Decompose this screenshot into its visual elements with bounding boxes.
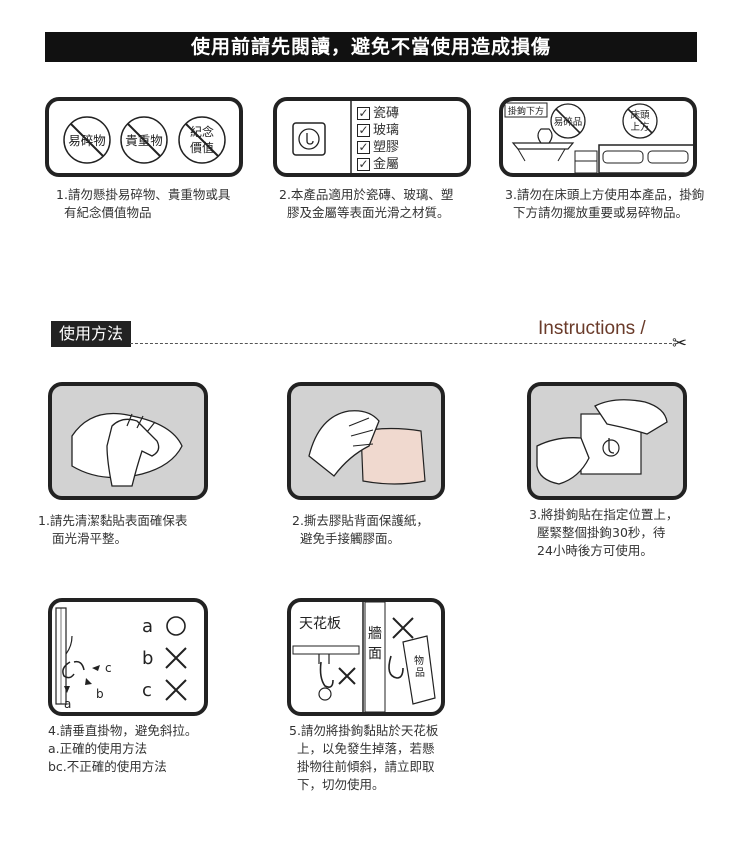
check-icon: ✓ [357,157,370,171]
step3-panel [527,382,687,500]
caption-line: 1.請勿懸掛易碎物、貴重物或具 [56,187,231,202]
checkbox-glass: ✓玻璃 [357,122,399,139]
step2-panel [287,382,445,500]
valuable-label: 貴重物 [125,133,163,148]
warning-panel-bedhead: 掛鉤下方 易碎品 床頭 上方 [499,97,697,177]
cleaning-hand-illustration [71,412,183,487]
caption-line: 24小時後方可使用。 [537,543,653,558]
option-letter-c: c [142,680,152,701]
instructions-label: 使用方法 [51,321,132,347]
ceiling-warning-diagram: 天花板 牆 面 物 品 [292,602,436,712]
hook-plate-icon [292,122,326,156]
side-letter-b: b [96,687,104,701]
check-icon: ✓ [357,140,370,154]
caption-line: bc.不正確的使用方法 [48,759,167,774]
caption-line: 4.請垂直掛物，避免斜拉。 [48,723,198,738]
warning-panel-fragile: 易碎物 貴重物 紀念 價值 [45,97,243,177]
shelf-vase [511,128,575,162]
scissors-icon: ✂ [672,333,688,354]
material-label: 金屬 [373,157,400,172]
caption-line: 3.請勿在床頭上方使用本產品，掛鉤 [505,187,705,202]
caption-line: 有紀念價值物品 [64,205,152,220]
instructions-english-label: Instructions / [538,318,646,339]
caption-line: 2.撕去膠貼背面保護紙， [292,513,429,528]
wrong-x-icon [165,647,187,669]
bedhead-label-2: 上方 [630,121,649,133]
caption-line: 1.請先清潔黏貼表面確保表 [38,513,188,528]
warning-caption-2: 2.本產品適用於瓷磚、玻璃、塑 膠及金屬等表面光滑之材質。 [279,186,489,222]
arrow-b-icon [85,678,92,685]
item-label: 物 [414,654,424,667]
option-letter-a: a [142,616,153,637]
fragile-item-label: 易碎品 [554,116,583,128]
caption-line: 膠及金屬等表面光滑之材質。 [287,205,450,220]
fragile-circle: 易碎物 [63,116,111,164]
step2-caption: 2.撕去膠貼背面保護紙， 避免手接觸膠面。 [292,512,492,548]
material-label: 瓷磚 [373,106,400,121]
step4-caption: 4.請垂直掛物，避免斜拉。 a.正確的使用方法 bc.不正確的使用方法 [48,722,248,776]
check-icon: ✓ [357,106,370,120]
material-label: 塑膠 [373,140,400,155]
checkbox-metal: ✓金屬 [357,156,399,173]
side-letter-c: c [105,661,112,675]
material-label: 玻璃 [373,123,400,138]
wall-label-2: 面 [368,646,382,662]
caption-line: 3.將掛鉤貼在指定位置上， [529,507,679,522]
wrong-x-icon [165,679,187,701]
warning-panel-materials: ✓瓷磚 ✓玻璃 ✓塑膠 ✓金屬 [273,97,471,177]
warning-caption-3: 3.請勿在床頭上方使用本產品，掛鉤 下方請勿擺放重要或易碎物品。 [505,186,735,222]
step3-caption: 3.將掛鉤貼在指定位置上， 壓緊整個掛鉤30秒，待 24小時後方可使用。 [529,506,729,560]
correct-circle-icon [166,616,186,636]
step1-panel [48,382,208,500]
step1-caption: 1.請先清潔黏貼表面確保表 面光滑平整。 [38,512,238,548]
caption-line: 下，切勿使用。 [297,777,385,792]
caption-line: 掛物往前傾斜，請立即取 [297,759,435,774]
caption-line: 2.本產品適用於瓷磚、玻璃、塑 [279,187,454,202]
option-letter-b: b [142,648,153,669]
caption-line: 壓緊整個掛鉤30秒，待 [537,525,666,540]
memorial-label-2: 價值 [190,140,214,155]
caption-line: 下方請勿擺放重要或易碎物品。 [513,205,689,220]
wrong-x-icon [392,617,414,639]
warning-caption-1: 1.請勿懸掛易碎物、貴重物或具 有紀念價值物品 [56,186,266,222]
materials-illustration [292,101,352,173]
caption-line: 上，以免發生掉落，若懸 [297,741,435,756]
fragile-items-illustration: 易碎物 貴重物 紀念 價值 [63,116,226,164]
caption-line: 面光滑平整。 [52,531,128,546]
warning-banner: 使用前請先閱讀，避免不當使用造成損傷 [45,32,697,62]
hook-below-label: 掛鉤下方 [508,105,544,117]
memorial-circle: 紀念 價值 [178,116,226,164]
peel-film-illustration [308,410,426,485]
checkbox-plastic: ✓塑膠 [357,139,399,156]
item-label-2: 品 [415,667,425,679]
arrow-c-icon [92,665,100,671]
bedhead-illustration: 掛鉤下方 易碎品 床頭 上方 [504,102,693,173]
fragile-circle: 易碎品 [550,103,586,139]
caption-line: 5.請勿將掛鉤黏貼於天花板 [289,723,439,738]
step5-panel: 天花板 牆 面 物 品 [287,598,445,716]
bedhead-label: 床頭 [630,109,650,121]
fragile-label: 易碎物 [68,133,106,148]
checkbox-ceramic: ✓瓷磚 [357,105,399,122]
check-icon: ✓ [357,123,370,137]
valuable-circle: 貴重物 [120,116,168,164]
bedhead-circle: 床頭 上方 [622,103,658,139]
arrow-a-icon [64,686,70,693]
press-hook-illustration [536,399,668,485]
hanging-direction-diagram: c b a a b c [55,607,187,711]
caption-line: a.正確的使用方法 [48,741,148,756]
caption-line: 避免手接觸膠面。 [300,531,401,546]
dashed-divider [130,343,672,344]
side-letter-a: a [64,697,71,711]
wrong-x-icon [338,667,356,685]
step5-caption: 5.請勿將掛鉤黏貼於天花板 上，以免發生掉落，若懸 掛物往前傾斜，請立即取 下，… [289,722,489,794]
memorial-label: 紀念 [190,124,214,139]
bed-drawing [574,144,693,173]
wall-label: 牆 [368,626,382,642]
ceiling-label: 天花板 [299,616,341,632]
step4-panel: c b a a b c [48,598,208,716]
